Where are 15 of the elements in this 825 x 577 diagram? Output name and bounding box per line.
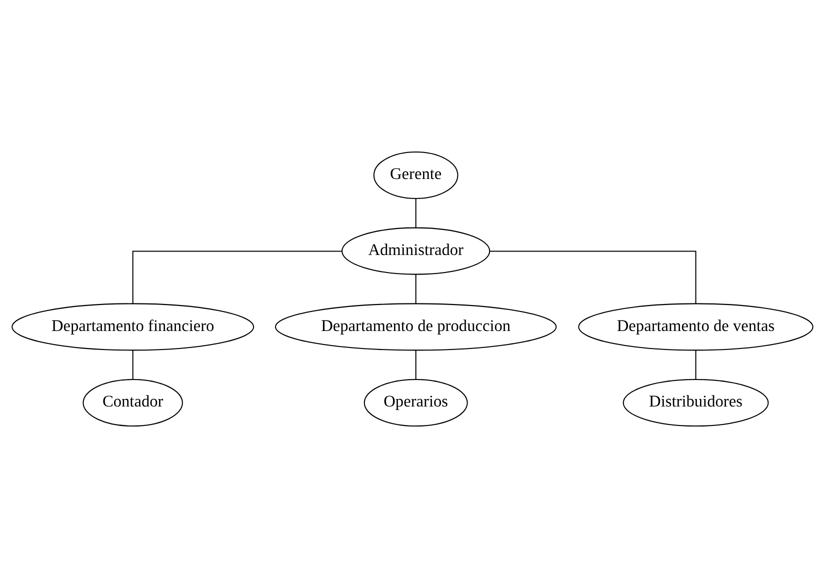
connector	[695, 350, 696, 379]
connector	[132, 250, 342, 304]
node-ellipse: Distribuidores	[622, 378, 769, 426]
node-ellipse: Gerente	[373, 150, 458, 198]
connector	[415, 274, 416, 304]
node-ellipse: Departamento de ventas	[578, 302, 814, 350]
node-ellipse: Administrador	[342, 226, 490, 274]
connector	[490, 250, 696, 304]
connector	[415, 198, 416, 228]
connector	[132, 350, 134, 379]
node-ellipse: Operarios	[364, 378, 468, 426]
node-ellipse: Contador	[82, 378, 183, 426]
node-ellipse: Departamento de produccion	[275, 302, 557, 350]
node-ellipse: Departamento financiero	[12, 302, 254, 350]
connector	[415, 350, 416, 379]
